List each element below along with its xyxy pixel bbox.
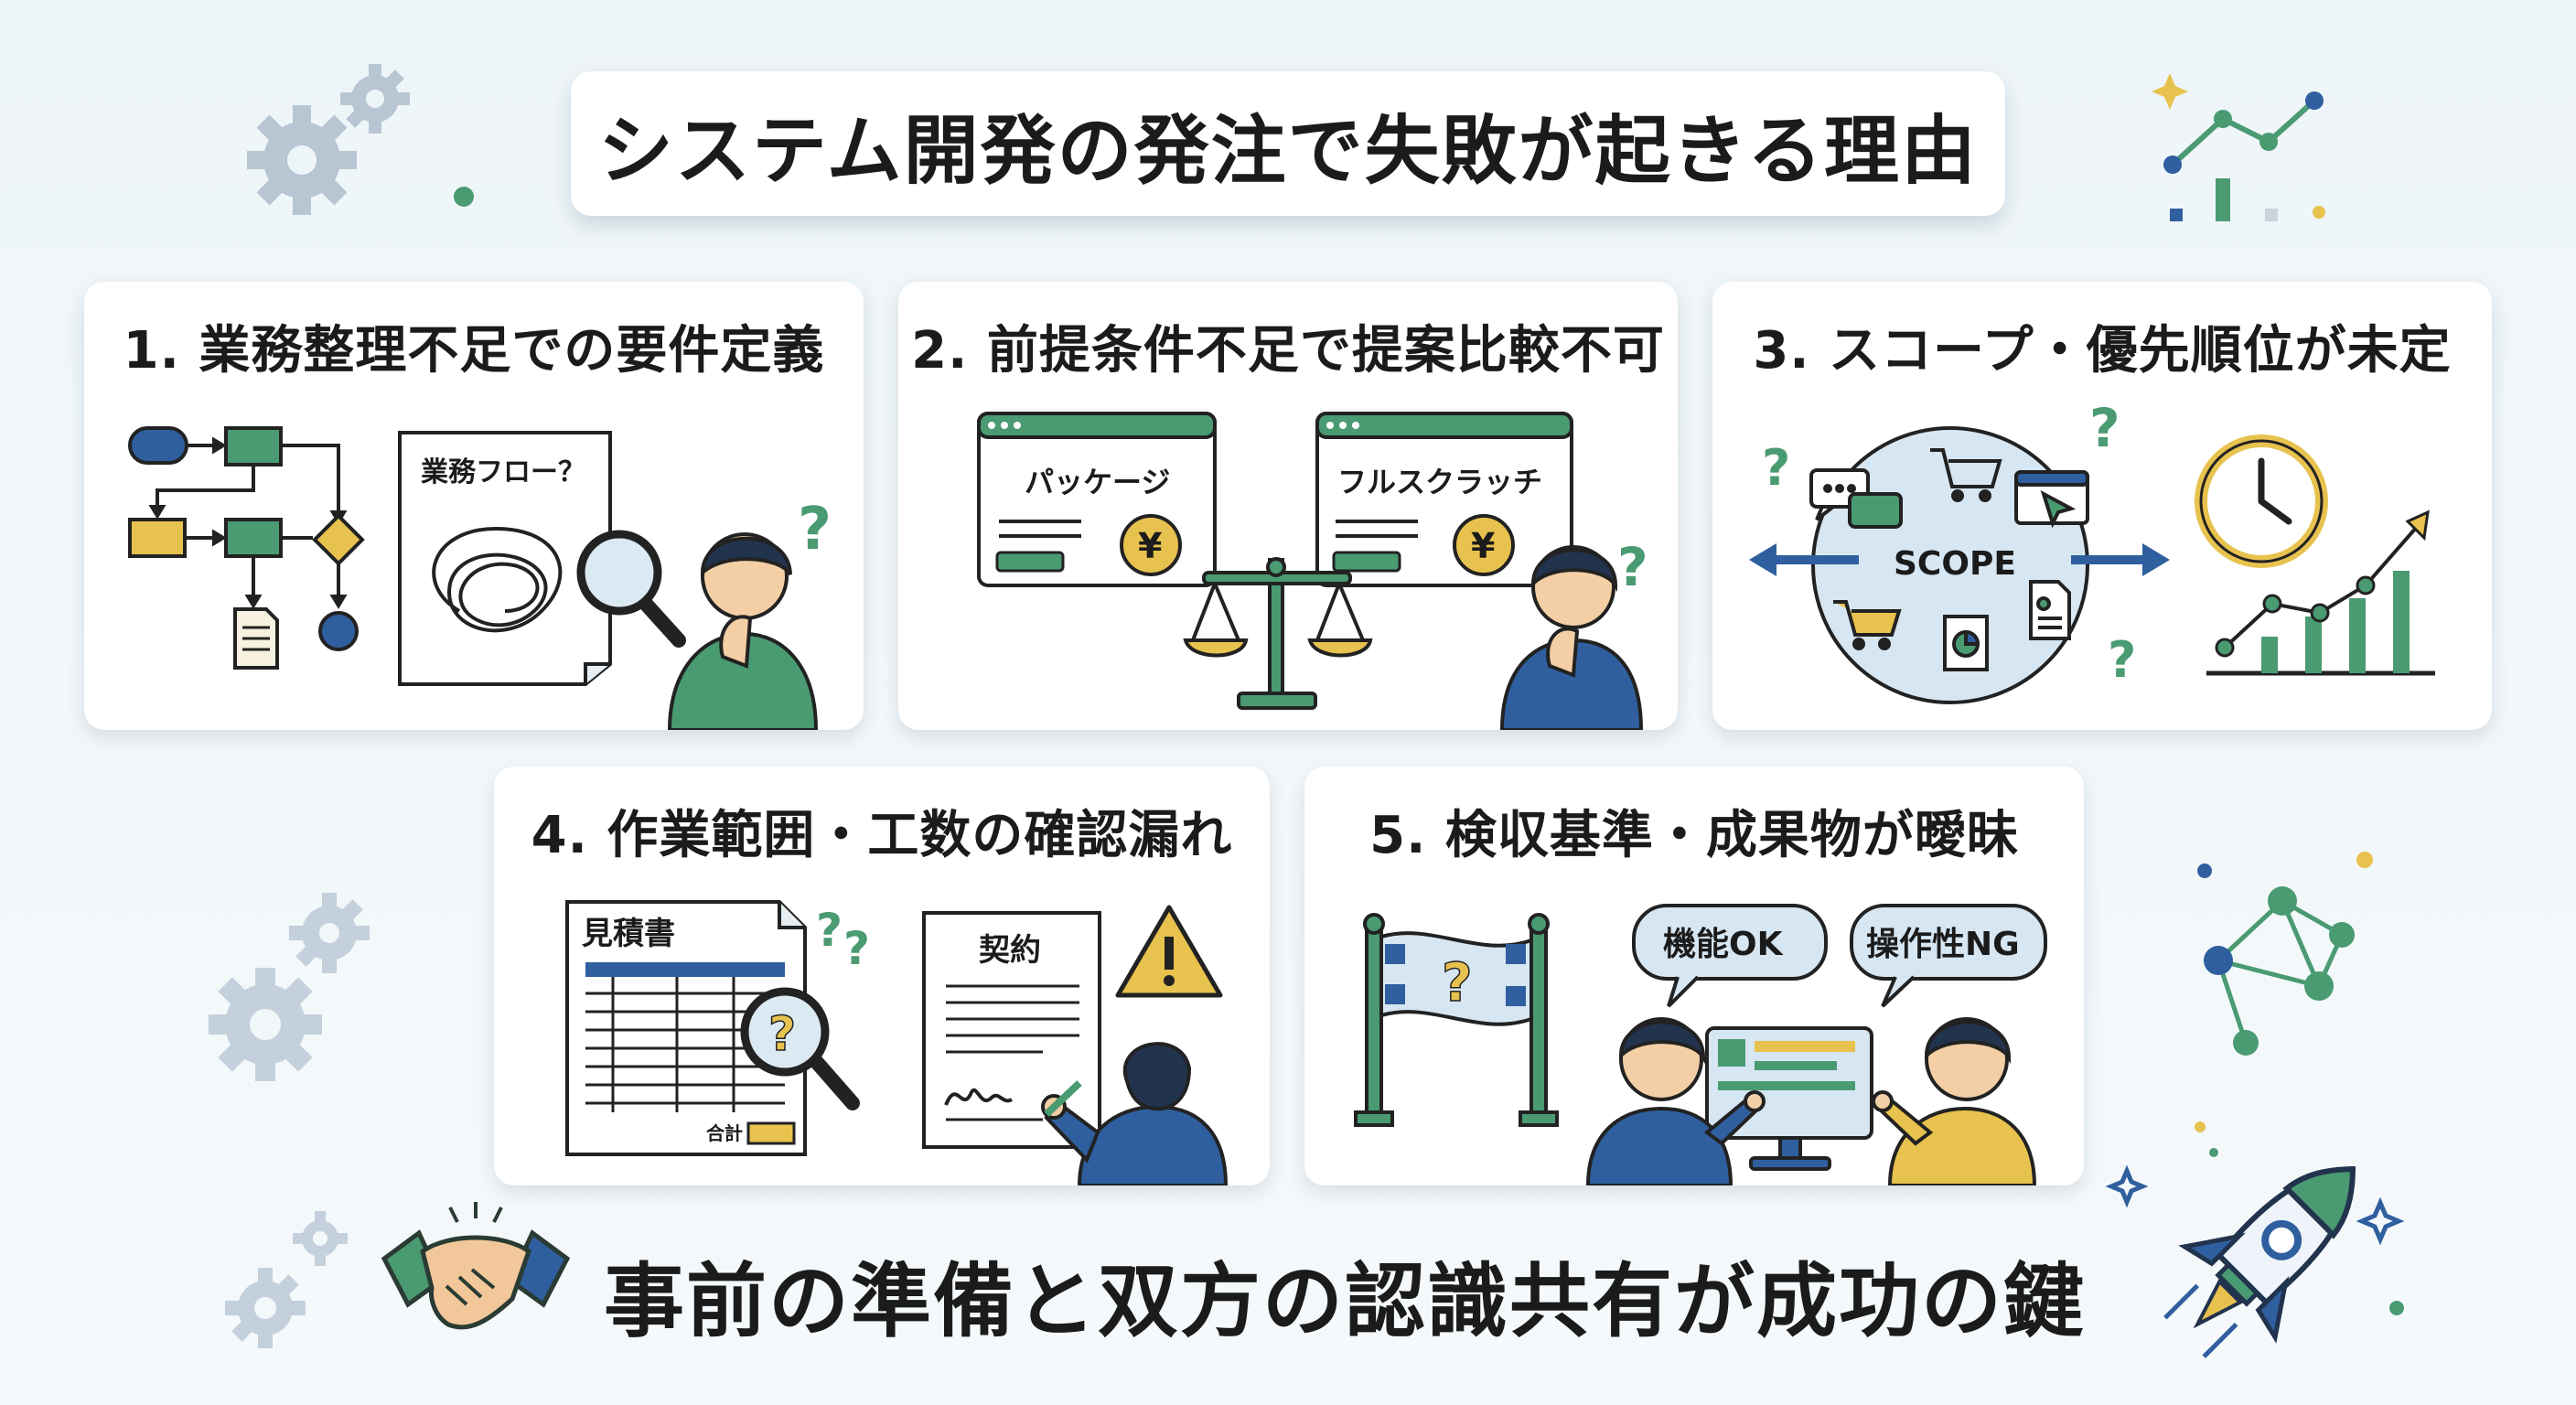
- question-mark: ?: [1617, 536, 1648, 598]
- estimate-title: 見積書: [582, 916, 675, 952]
- currency-b: ¥: [1471, 526, 1495, 566]
- panel-2-illustration: パッケージ ¥ フルスクラッチ ¥: [977, 412, 1648, 730]
- document-icon: [2029, 580, 2071, 640]
- gear-icon: [247, 105, 357, 215]
- gear-cluster-bottom-left: [225, 1211, 348, 1348]
- panel-1: 1. 業務整理不足での要件定義 業務フロー？: [84, 282, 864, 730]
- magnifier-icon: [576, 530, 686, 648]
- gear-icon: [340, 64, 410, 134]
- question-mark: ?: [768, 1007, 796, 1062]
- estimate-total-label: 合計: [706, 1122, 743, 1144]
- pie-doc-icon: [1943, 615, 1989, 671]
- workflow-document: 業務フロー？: [398, 431, 612, 686]
- person-yellow: [1872, 1017, 2037, 1185]
- gear-cluster-top-left: [247, 64, 410, 215]
- dot: [454, 187, 474, 207]
- arrow-right: [2071, 543, 2170, 576]
- panel-title: 5. 検収基準・成果物が曖昧: [1369, 806, 2019, 865]
- confused-person: [1499, 545, 1644, 730]
- page-title: システム開発の発注で失敗が起きる理由: [598, 107, 1978, 195]
- cart-icon: [1930, 448, 2002, 502]
- panel-5-illustration: ? 機能OK 操作性NG: [1354, 904, 2047, 1185]
- panel-title: 4. 作業範囲・工数の確認漏れ: [531, 806, 1233, 865]
- arrow-left: [1749, 543, 1859, 576]
- title-card: システム開発の発注で失敗が起きる理由: [571, 71, 2005, 216]
- monitor-icon: [1705, 1026, 1873, 1171]
- chat-icon: [1809, 468, 1903, 529]
- question-mark: ?: [2089, 397, 2120, 459]
- rocket-icon: [2105, 1121, 2405, 1358]
- option-window-b: フルスクラッチ ¥: [1315, 412, 1573, 587]
- confused-person: [667, 532, 819, 730]
- panel-title: 2. 前提条件不足で提案比較不可: [911, 321, 1665, 381]
- option-window-a: パッケージ ¥: [977, 412, 1217, 587]
- chart-icon: [2152, 73, 2325, 221]
- flowchart: [128, 426, 365, 670]
- speech-bubble-ng: 操作性NG: [1850, 904, 2047, 1008]
- gear-cluster-left-mid: [209, 893, 370, 1081]
- scope-label: SCOPE: [1894, 545, 2016, 583]
- workflow-note: 業務フロー？: [421, 456, 585, 488]
- option-a-label: パッケージ: [1025, 465, 1170, 499]
- panel-4: 4. 作業範囲・工数の確認漏れ 見積書 合計 ? ? ? 契約: [494, 767, 1270, 1185]
- bubble-ng-text: 操作性NG: [1866, 926, 2020, 963]
- contract-document: 契約: [922, 911, 1101, 1149]
- scale-icon: [1183, 557, 1373, 710]
- flag-icon: ?: [1354, 913, 1559, 1127]
- panel-2: 2. 前提条件不足で提案比較不可 パッケージ ¥ フルスクラッチ ¥: [898, 282, 1678, 730]
- question-mark: ?: [1442, 951, 1473, 1014]
- question-mark: ?: [798, 496, 832, 563]
- question-mark: ?: [2108, 631, 2136, 689]
- speech-bubble-ok: 機能OK: [1632, 904, 1828, 1008]
- panel-3-illustration: SCOPE: [1749, 397, 2435, 704]
- magnifier-icon: ?: [740, 987, 860, 1110]
- panel-1-illustration: 業務フロー？ ?: [128, 426, 832, 730]
- bubble-ok-text: 機能OK: [1663, 926, 1784, 963]
- contract-title: 契約: [979, 932, 1041, 969]
- browser-icon: [2014, 470, 2089, 529]
- footer-message: 事前の準備と双方の認識共有が成功の鍵: [604, 1254, 2087, 1348]
- signing-person: [1041, 1042, 1229, 1185]
- option-b-label: フルスクラッチ: [1337, 465, 1542, 499]
- person-blue: [1585, 1017, 1766, 1185]
- question-mark: ?: [816, 904, 843, 957]
- handshake-icon: [381, 1202, 571, 1330]
- question-mark: ?: [843, 922, 870, 975]
- panel-4-illustration: 見積書 合計 ? ? ? 契約: [565, 900, 1229, 1185]
- panel-3: 3. スコープ・優先順位が未定 SCOPE: [1712, 282, 2492, 730]
- question-mark: ?: [1762, 439, 1790, 497]
- currency-a: ¥: [1138, 526, 1162, 566]
- gear-icon: [293, 1211, 348, 1266]
- gear-icon: [209, 968, 322, 1081]
- clock-icon: [2195, 434, 2328, 568]
- growth-chart-icon: [2206, 509, 2435, 676]
- panel-5: 5. 検収基準・成果物が曖昧 ? 機能OK 操作性NG: [1304, 767, 2084, 1185]
- panel-title: 3. スコープ・優先順位が未定: [1753, 321, 2452, 381]
- cart-icon: [1833, 600, 1902, 650]
- network-icon: [2197, 852, 2373, 1056]
- gear-icon: [289, 893, 370, 973]
- gear-icon: [225, 1268, 306, 1348]
- panel-title: 1. 業務整理不足での要件定義: [123, 321, 825, 381]
- warning-icon: [1115, 905, 1223, 998]
